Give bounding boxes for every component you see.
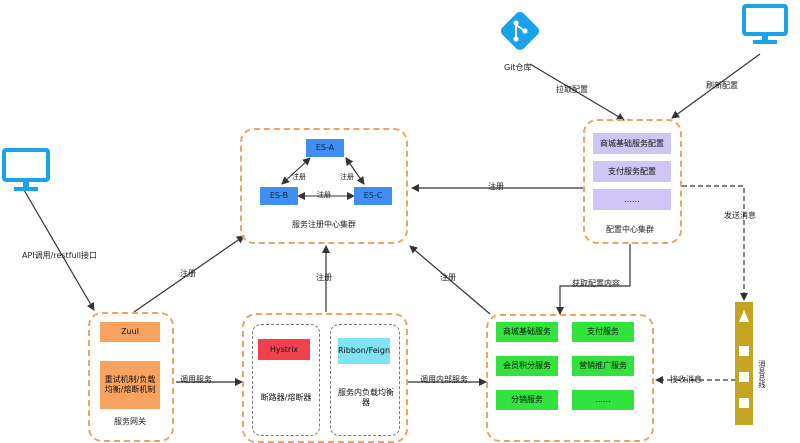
zuul-box[interactable]: Zuul — [100, 322, 160, 342]
hystrix-desc: 断路器/熔断器 — [260, 393, 312, 402]
call-service-label: 调用服务 — [180, 375, 212, 384]
es-c-node[interactable]: ES-C — [354, 187, 392, 205]
config-register-label: 注册 — [488, 182, 504, 191]
gateway-label: 服务网关 — [114, 417, 146, 426]
es-a-c-label: 注册 — [340, 173, 354, 181]
api-call-label: API调用/restfull接口 — [22, 251, 98, 260]
ribbon-box[interactable]: Ribbon/Feign — [338, 338, 390, 364]
services-register-arrow — [409, 245, 491, 315]
message-bus[interactable] — [735, 302, 753, 425]
client-monitor-icon — [2, 148, 50, 194]
gateway-features-box[interactable]: 重试机制/负载均衡/熔断机制 — [100, 361, 160, 409]
refresh-config-arrow — [671, 53, 761, 119]
ribbon-desc: 服务内负载均衡器 — [338, 388, 394, 407]
pull-config-arrow — [529, 63, 625, 121]
registry-label: 服务注册中心集群 — [292, 220, 356, 229]
service-more[interactable]: ...... — [572, 390, 634, 410]
gateway-register-arrow — [133, 235, 245, 313]
send-message-label: 发送消息 — [724, 211, 756, 220]
connector-layer — [23, 53, 761, 386]
bus-slot-icon — [739, 372, 749, 382]
monitor-icon — [742, 4, 788, 46]
es-b-c-label: 注册 — [317, 191, 331, 199]
gateway-register-label: 注册 — [180, 269, 196, 278]
services-register-label: 注册 — [440, 273, 456, 282]
es-a-b-arrow — [281, 157, 311, 185]
config-item-more[interactable]: ...... — [593, 189, 671, 210]
send-message-arrow — [682, 185, 748, 301]
bus-slot-icon — [739, 398, 749, 408]
fetch-config-label: 获取配置内容 — [572, 279, 620, 288]
config-item-payment[interactable]: 支付服务配置 — [593, 161, 671, 182]
service-payment[interactable]: 支付服务 — [572, 322, 634, 342]
receive-message-label: 接收消息 — [670, 375, 702, 384]
refresh-config-label: 刷新配置 — [706, 81, 738, 90]
es-b-node[interactable]: ES-B — [260, 187, 298, 205]
message-bus-label: 消息总线 — [758, 360, 766, 388]
pull-config-label: 拉取配置 — [556, 85, 588, 94]
config-center-cluster — [583, 119, 682, 244]
middle-register-label: 注册 — [316, 273, 332, 282]
call-internal-label: 调用内部服务 — [420, 375, 468, 384]
service-mall-base[interactable]: 商城基础服务 — [496, 322, 558, 342]
es-a-node[interactable]: ES-A — [306, 139, 344, 157]
es-a-b-label: 注册 — [292, 173, 306, 181]
bus-slot-icon — [739, 346, 749, 356]
config-item-mall[interactable]: 商城基础服务配置 — [593, 133, 671, 154]
api-call-arrow — [23, 189, 95, 311]
git-label: Git仓库 — [504, 63, 532, 72]
registry-cluster — [240, 128, 408, 244]
hystrix-box[interactable]: Hystrix — [258, 339, 310, 360]
bus-head-icon — [739, 310, 749, 322]
config-center-label: 配置中心集群 — [606, 225, 654, 234]
service-marketing[interactable]: 营销推广服务 — [572, 356, 634, 376]
es-a-c-arrow — [345, 157, 365, 185]
git-icon — [497, 8, 543, 54]
service-member-points[interactable]: 会员积分服务 — [496, 356, 558, 376]
fetch-config-arrow — [556, 244, 631, 315]
service-distribution[interactable]: 分销服务 — [496, 390, 558, 410]
